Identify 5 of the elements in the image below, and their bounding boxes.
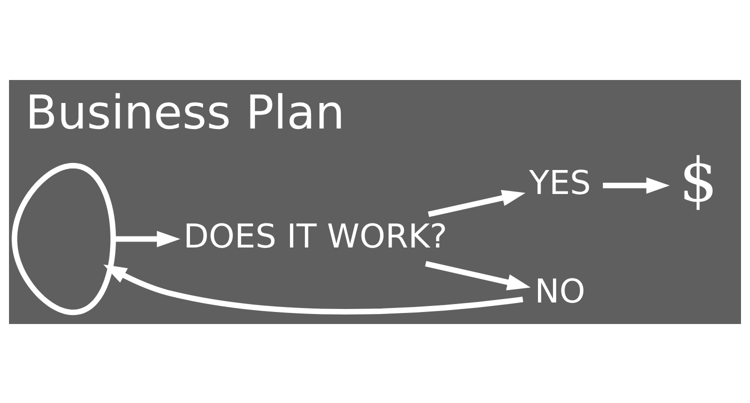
node-text: $ <box>679 145 718 216</box>
node-text: DOES IT WORK? <box>183 216 448 256</box>
node-text: YES <box>529 162 591 202</box>
diagram-title: Business Plan <box>25 84 345 139</box>
node-text: NO <box>534 270 586 310</box>
